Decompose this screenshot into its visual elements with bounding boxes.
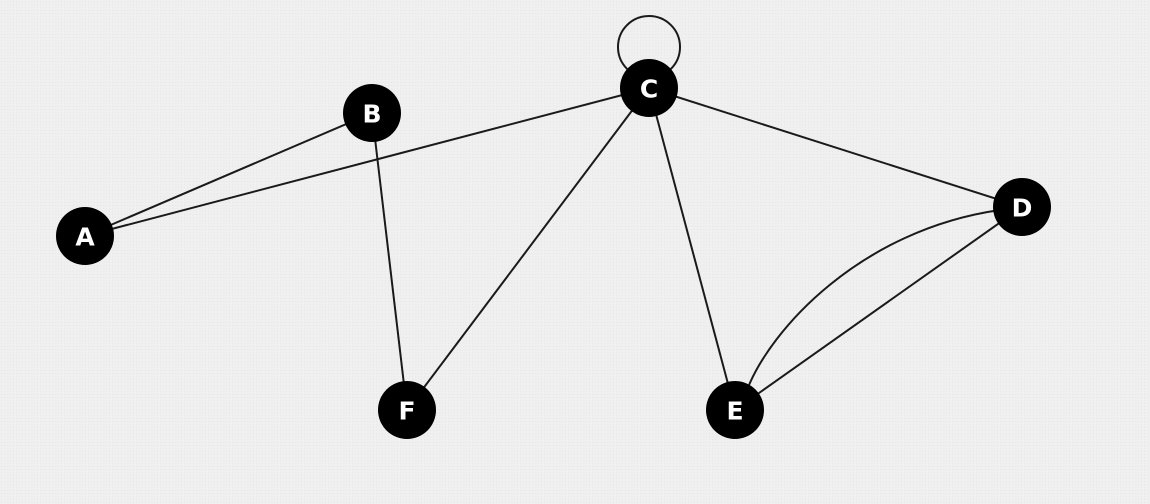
edge-a-b — [84, 112, 373, 237]
edge-c-e — [648, 87, 736, 411]
node-a[interactable]: A — [56, 207, 114, 265]
node-f[interactable]: F — [378, 381, 436, 439]
edges-layer — [84, 15, 1023, 411]
node-a-circle — [56, 207, 114, 265]
node-d-circle — [993, 178, 1051, 236]
node-e[interactable]: E — [706, 381, 764, 439]
edge-a-c — [84, 87, 650, 237]
node-f-circle — [378, 381, 436, 439]
edge-c-d — [648, 87, 1023, 208]
edge-d-e-curved — [746, 209, 1001, 391]
node-e-circle — [706, 381, 764, 439]
node-e-label: E — [726, 397, 743, 426]
node-d[interactable]: D — [993, 178, 1051, 236]
node-b-circle — [343, 84, 401, 142]
node-c-circle — [620, 59, 678, 117]
nodes-layer: A B C D E F — [56, 59, 1051, 439]
node-b[interactable]: B — [343, 84, 401, 142]
node-c-label: C — [640, 75, 658, 104]
node-a-label: A — [75, 223, 95, 252]
node-d-label: D — [1012, 194, 1033, 223]
node-b-label: B — [362, 100, 381, 129]
edge-d-e — [734, 206, 1023, 411]
edge-b-f — [371, 112, 408, 411]
node-c[interactable]: C — [620, 59, 678, 117]
node-f-label: F — [398, 397, 415, 426]
edge-c-f — [406, 87, 650, 411]
